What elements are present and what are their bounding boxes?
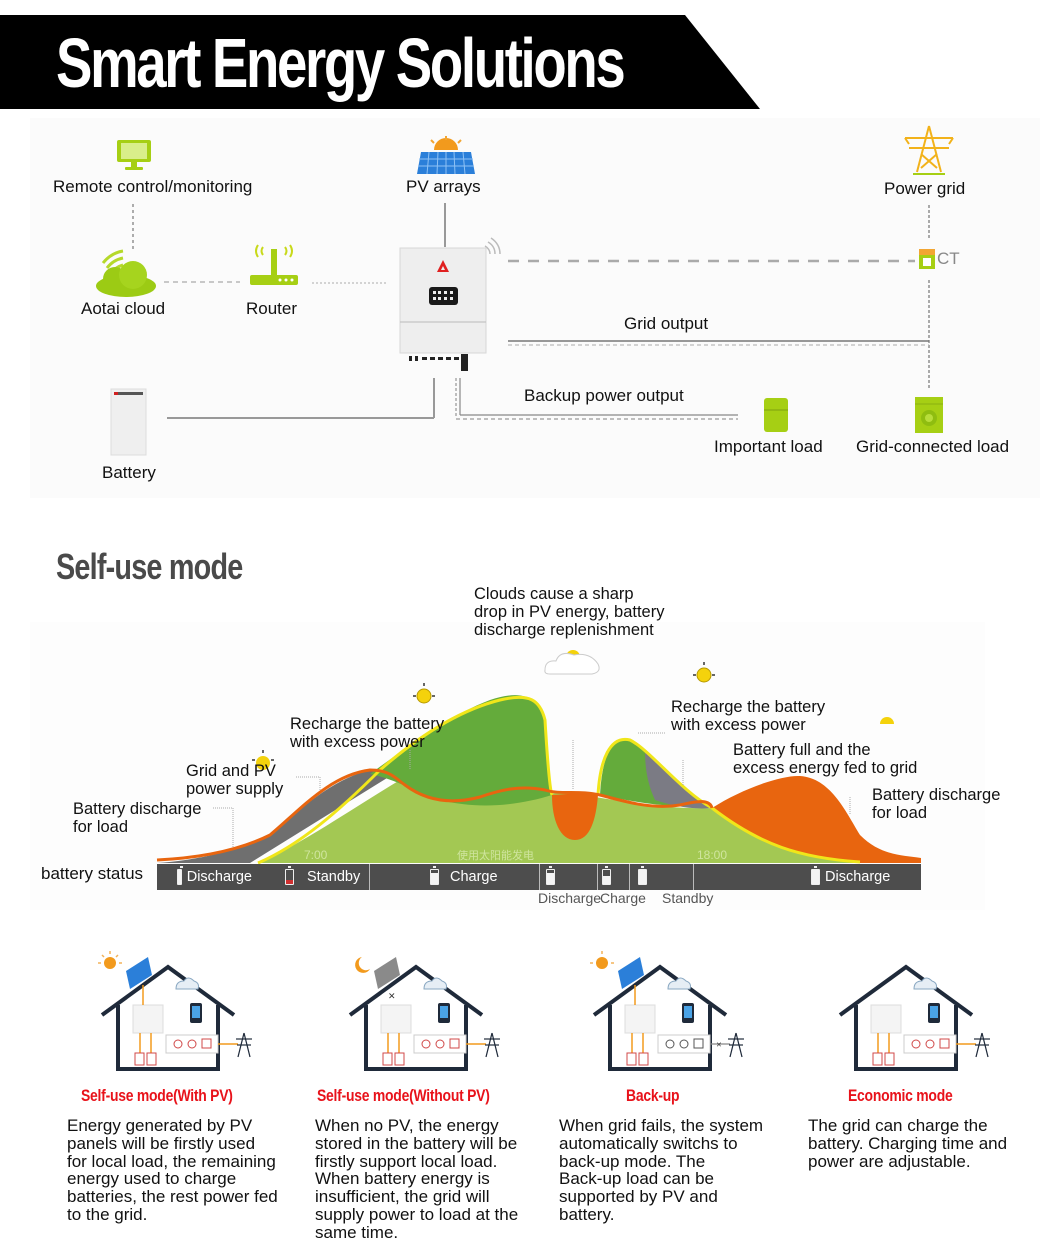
status-segment-standby-2 — [630, 864, 694, 890]
mode-desc-economic: The grid can charge the battery. Chargin… — [808, 1116, 1008, 1171]
battery-status-bar: Discharge Standby Charge Discharge — [157, 864, 921, 890]
battery-full-icon — [811, 866, 820, 885]
status-label-discharge-below: Discharge — [538, 890, 602, 906]
inverter-icon — [399, 237, 501, 371]
washing-machine-icon — [915, 397, 943, 433]
svg-text:✕: ✕ — [388, 991, 396, 1001]
battery-label: Battery — [102, 463, 156, 482]
annotation-grid-pv-supply: Grid and PV power supply — [186, 762, 283, 798]
annotation-text: Recharge the battery with excess power — [671, 698, 826, 734]
annotation-recharge-1: Recharge the battery with excess power — [290, 715, 444, 751]
system-connection-lines — [132, 203, 930, 420]
status-label-standby-below: Standby — [662, 890, 714, 906]
system-diagram-panel — [30, 118, 1040, 498]
house-moon-icon: ✕ — [348, 957, 500, 1071]
grid-output-label: Grid output — [624, 314, 709, 333]
status-segment-charge: Charge — [370, 864, 540, 890]
status-label-charge-below: Charge — [600, 890, 646, 906]
annotation-battery-full: Battery full and the excess energy fed t… — [733, 741, 917, 777]
self-use-mode-heading: Self-use mode — [56, 546, 243, 587]
battery-icon — [110, 388, 147, 456]
status-text: Charge — [450, 869, 498, 885]
status-text: Discharge — [825, 869, 891, 885]
self-use-area-chart: 7:00 使用太阳能发电 18:00 — [156, 650, 921, 865]
mode-desc-backup: When grid fails, the system automaticall… — [559, 1116, 764, 1224]
chart-watermark: 使用太阳能发电 — [457, 848, 534, 862]
status-segment-charge-2 — [598, 864, 630, 890]
svg-text:✕: ✕ — [716, 1042, 722, 1049]
mode-desc-self-use-pv: Energy generated by PV panels will be fi… — [67, 1116, 278, 1224]
backup-output-label: Backup power output — [524, 386, 684, 405]
status-segment-discharge-3: Discharge — [694, 864, 921, 890]
battery-full-icon — [177, 866, 183, 885]
battery-half-icon — [602, 866, 611, 885]
house-backup-icon: ✕ — [590, 951, 744, 1071]
fridge-icon — [764, 398, 788, 432]
x-tick-7: 7:00 — [304, 848, 328, 862]
router-icon — [250, 244, 298, 285]
annotation-text: Battery full and the excess energy fed t… — [733, 741, 918, 777]
status-segment-standby: Standby — [252, 864, 370, 890]
battery-low-icon — [285, 866, 294, 885]
aotai-cloud-label: Aotai cloud — [81, 299, 166, 318]
grid-connected-load-label: Grid-connected load — [856, 437, 1010, 456]
ct-label: CT — [937, 249, 960, 268]
annotation-text: Grid and PV power supply — [186, 762, 284, 798]
important-load-label: Important load — [714, 437, 823, 456]
annotation-recharge-2: Recharge the battery with excess power — [671, 698, 825, 734]
annotation-text: Recharge the battery with excess power — [290, 715, 445, 751]
power-grid-label: Power grid — [884, 179, 966, 198]
status-text: Discharge — [186, 869, 252, 885]
annotation-battery-discharge-morning: Battery discharge for load — [73, 800, 201, 836]
house-grid-icon — [838, 964, 990, 1071]
annotation-text: Battery discharge for load — [872, 786, 1001, 822]
status-text: Standby — [307, 869, 361, 885]
annotation-clouds: Clouds cause a sharp drop in PV energy, … — [474, 585, 664, 639]
status-segment-discharge-2 — [540, 864, 598, 890]
title-banner: Smart Energy Solutions — [0, 15, 760, 109]
house-sun-icon — [98, 951, 252, 1071]
mode-title-self-use-pv: Self-use mode(With PV) — [81, 1086, 233, 1105]
page-title: Smart Energy Solutions — [56, 24, 626, 102]
annotation-text: Clouds cause a sharp drop in PV energy, … — [474, 585, 665, 639]
mode-desc-self-use-no-pv: When no PV, the energy stored in the bat… — [315, 1116, 519, 1242]
pv-arrays-label: PV arrays — [406, 177, 481, 196]
mode-title-backup: Back-up — [626, 1086, 680, 1105]
battery-full-icon — [638, 866, 647, 885]
cloud-wifi-icon — [96, 249, 156, 297]
router-label: Router — [246, 299, 298, 318]
battery-icon — [546, 866, 555, 885]
power-tower-icon — [904, 125, 954, 175]
annotation-battery-discharge-evening: Battery discharge for load — [872, 786, 1000, 822]
monitor-icon — [117, 140, 151, 170]
x-tick-18: 18:00 — [697, 848, 727, 862]
status-segment-discharge: Discharge — [157, 864, 252, 890]
mode-title-self-use-no-pv: Self-use mode(Without PV) — [317, 1086, 490, 1105]
solar-panel-icon — [417, 136, 475, 175]
remote-monitoring-label: Remote control/monitoring — [53, 177, 253, 196]
banner-shape — [0, 15, 760, 109]
battery-status-label: battery status — [41, 864, 144, 883]
battery-charging-icon — [430, 866, 439, 885]
mode-title-economic: Economic mode — [848, 1086, 953, 1105]
ct-meter-icon — [919, 249, 935, 269]
annotation-text: Battery discharge for load — [73, 800, 202, 836]
